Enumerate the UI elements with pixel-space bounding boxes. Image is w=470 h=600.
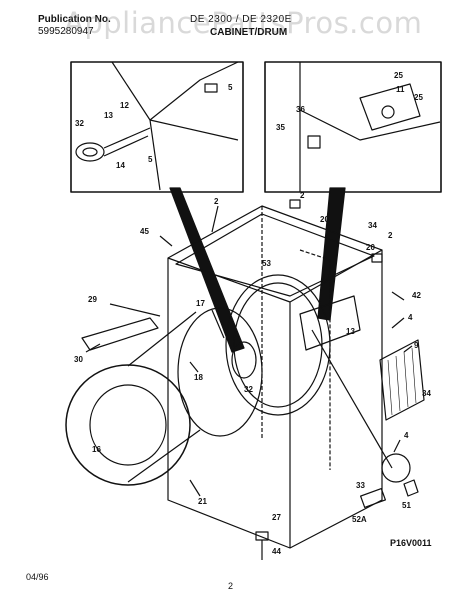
callout: 44 <box>272 547 281 556</box>
grille-slats <box>387 347 417 416</box>
drum-body <box>127 311 201 483</box>
front-seal-strip <box>81 317 159 351</box>
drum-opening <box>89 384 167 466</box>
inset-left-bearing <box>75 142 105 162</box>
callout: 53 <box>262 259 271 268</box>
callout: 20 <box>366 243 375 252</box>
leader-18 <box>189 361 199 373</box>
callout: 34 <box>368 221 377 230</box>
callout: 32 <box>75 119 84 128</box>
publication-number: 5995280947 <box>38 26 94 37</box>
cabinet-top-opening <box>175 213 375 297</box>
inset-left-shaft <box>103 127 151 157</box>
leader-9 <box>403 345 413 353</box>
top-clip-2 <box>371 253 383 263</box>
inset-right-bracket <box>307 135 321 149</box>
callout: 2 <box>214 197 219 206</box>
callout: 16 <box>92 445 101 454</box>
leader-42 <box>391 291 405 301</box>
callout: 52A <box>352 515 367 524</box>
leader-17 <box>211 309 225 339</box>
inset-right-switch-hole <box>381 105 395 119</box>
leveling-leg-foot <box>255 531 269 541</box>
rear-drum-ring-inner <box>233 282 323 408</box>
watermark: AppliancePartsPros.com <box>64 6 423 40</box>
callout: 5 <box>148 155 153 164</box>
top-clip-1 <box>289 199 301 209</box>
inset-right-frame <box>264 61 442 193</box>
callout: 4 <box>404 431 409 440</box>
callout: 25 <box>414 93 423 102</box>
pointer-wedge-left <box>169 187 245 353</box>
drum-shaft-hub <box>231 341 257 379</box>
leader-45 <box>159 235 173 247</box>
fuse-part <box>403 479 419 497</box>
inset-left-bearing-inner <box>82 147 98 157</box>
leader-21 <box>189 479 201 497</box>
callout-labels: 5 12 13 32 14 5 25 11 25 36 35 2 20 34 4… <box>74 71 431 556</box>
drum-front <box>65 364 191 486</box>
callout: 35 <box>276 123 285 132</box>
callout: 42 <box>412 291 421 300</box>
revision-date: 04/96 <box>26 572 49 582</box>
callout: 21 <box>198 497 207 506</box>
callout: 11 <box>396 85 405 94</box>
callout: 12 <box>120 101 129 110</box>
callout: 29 <box>88 295 97 304</box>
callout: 36 <box>296 105 305 114</box>
cabinet-hidden-lines <box>261 206 331 470</box>
leader-2a <box>211 205 219 233</box>
callout: 20 <box>320 215 329 224</box>
publication-label: Publication No. <box>38 14 111 25</box>
inset-left-frame <box>70 61 244 193</box>
callout: 27 <box>272 513 281 522</box>
thermostat-disc <box>381 453 411 483</box>
callout: 4 <box>408 313 413 322</box>
callout: 14 <box>116 161 125 170</box>
callout: 13 <box>104 111 113 120</box>
belt-line <box>311 329 393 469</box>
drum-rear <box>177 307 263 437</box>
leader-4a <box>391 317 405 329</box>
inset-left-arm <box>149 119 239 191</box>
callout: 34 <box>422 389 431 398</box>
leader-29 <box>109 303 161 317</box>
clip-part <box>360 487 386 509</box>
inset-left-bracket <box>111 61 239 121</box>
callout: 15 <box>322 273 331 282</box>
callout: 2 <box>300 191 305 200</box>
inset-left-clip <box>204 83 218 93</box>
motor-bracket <box>299 295 361 351</box>
callout: 32 <box>244 385 253 394</box>
callout: 33 <box>356 481 365 490</box>
callout: 30 <box>74 355 83 364</box>
callout: 9 <box>414 341 419 350</box>
callout: 17 <box>196 299 205 308</box>
callout: 25 <box>394 71 403 80</box>
model-number: DE 2300 / DE 2320E <box>190 14 292 25</box>
page-number: 2 <box>228 581 234 591</box>
inset-right-panel <box>299 62 441 192</box>
section-title: CABINET/DRUM <box>210 27 288 38</box>
side-grille <box>379 339 425 421</box>
callout: 18 <box>194 373 203 382</box>
leader-30 <box>85 343 101 353</box>
callout: 13 <box>346 327 355 336</box>
inset-right-switch <box>359 83 421 131</box>
callout: 45 <box>140 227 149 236</box>
leader-4b <box>393 439 401 453</box>
callout: 2 <box>388 231 393 240</box>
figure-code: P16V0011 <box>390 538 432 548</box>
rear-drum-ring <box>225 274 331 416</box>
callout: 51 <box>402 501 411 510</box>
callout: 5 <box>228 83 233 92</box>
